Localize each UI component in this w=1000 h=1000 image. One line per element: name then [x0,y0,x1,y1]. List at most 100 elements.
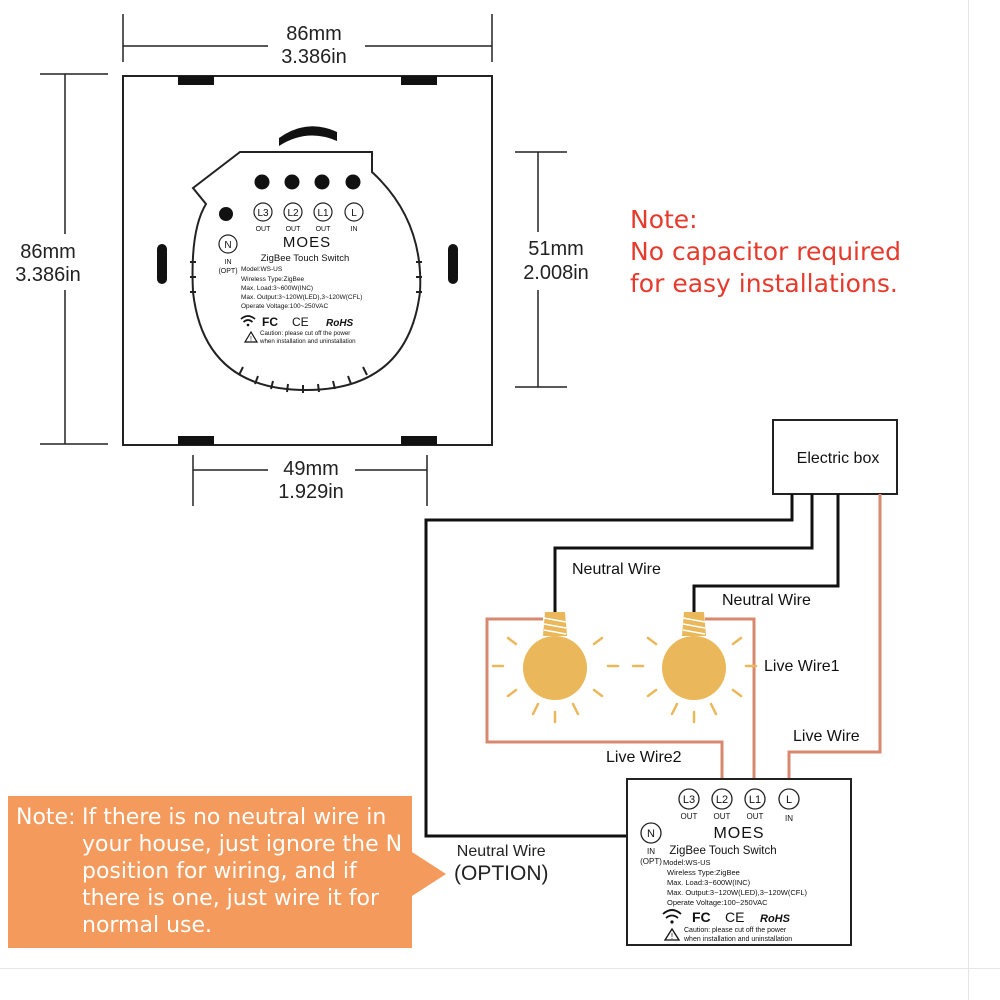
switch-back-plate [122,75,493,446]
page-divider-horizontal [0,968,1000,969]
terminal-sub: OUT [747,812,764,821]
voltage-text: Operate Voltage:100~250VAC [241,303,328,310]
live-wire1-label: Live Wire1 [764,658,840,675]
terminal-sub: OUT [714,812,731,821]
wireless-text: Wireless Type:ZigBee [241,276,304,283]
max-load-text-bottom: Max. Load:3~600W(INC) [667,878,751,887]
note-line-1: No capacitor required [630,237,901,266]
neutral-option-label: Neutral Wire (OPTION) [454,843,549,886]
brand-logo-bottom: MOES [713,825,764,842]
terminal-label: L [786,794,792,806]
terminal-sub: OUT [286,226,302,233]
warning-icon: ! [663,927,681,941]
neutral-wire-label-1: Neutral Wire [572,561,661,578]
terminal-sub: IN [785,814,793,823]
rohs-mark: RoHS [326,318,354,329]
device-title: ZigBee Touch Switch [261,253,350,264]
module-mm-label: 51mm [528,238,584,260]
callout-arrow-icon [412,852,446,896]
caution-line-1: Caution: please cut off the power [260,330,350,337]
terminal-n: N IN (OPT) [218,234,238,275]
ce-mark: CE [725,909,744,925]
terminal-l2-bottom: L2 OUT [711,788,733,821]
terminal-l3: L3 OUT [253,202,273,233]
terminal-label: L2 [287,208,299,219]
terminals-top: L3 OUT L2 OUT L1 OUT L IN N IN (OPT) [218,202,364,275]
warning-icon: ! [243,330,259,343]
terminal-sub: (OPT) [640,857,662,866]
width-in-label: 3.386in [281,46,347,68]
width-mm-label: 86mm [286,23,342,45]
bulb-1-icon [491,612,620,724]
height-mm-label: 86mm [20,241,76,263]
capacitor-note: Note: No capacitor required for easy ins… [630,204,960,300]
svg-text:!: ! [671,932,673,941]
terminal-label: L [351,208,357,219]
ce-mark: CE [292,315,309,329]
terminal-sub: IN [351,226,358,233]
terminal-l1: L1 OUT [313,202,333,233]
terminal-sub: OUT [256,226,272,233]
terminal-l1-bottom: L1 OUT [744,788,766,821]
wifi-icon [662,909,682,924]
max-load-text: Max. Load:3~600W(INC) [241,285,313,292]
terminal-label: L3 [683,794,695,806]
terminal-sub: (OPT) [218,268,237,275]
note-body: If there is no neutral wire in your hous… [82,805,403,938]
fcc-mark: FC [262,315,278,329]
note-line-2: for easy installations. [630,269,898,298]
terminal-label: N [224,240,231,251]
neutral-wires [424,494,840,838]
live-wire-label: Live Wire [793,728,860,745]
terminal-label: N [647,828,655,840]
wifi-icon [240,315,256,327]
page-divider-vertical [968,0,969,1000]
electric-box-label: Electric box [797,450,880,467]
terminal-sub: OUT [316,226,332,233]
terminal-label: L1 [749,794,761,806]
height-dimension: 86mm 3.386in [15,73,108,445]
note-label: Note: [16,805,76,830]
model-text: Model:WS-US [241,266,283,273]
live-wires [485,494,882,790]
terminal-n-bottom: N IN (OPT) [640,822,662,866]
neutral-wire-note: Note: If there is no neutral wire in you… [8,796,412,948]
caution-line-1-bottom: Caution: please cut off the power [684,927,787,934]
model-text-bottom: Model:WS-US [663,858,711,867]
max-output-text: Max. Output:3~120W(LED),3~120W(CFL) [241,294,362,301]
hole-dimension: 49mm 1.929in [192,455,428,506]
rohs-mark: RoHS [760,913,791,925]
switch-module-bottom: L3 OUT L2 OUT L1 OUT L IN N IN (OPT) MOE… [626,778,852,946]
neutral-wire-label-2: Neutral Wire [722,592,811,609]
max-output-text-bottom: Max. Output:3~120W(LED),3~120W(CFL) [667,888,808,897]
terminal-label: L2 [716,794,728,806]
neutral-option-line-1: Neutral Wire [456,843,546,860]
svg-text:!: ! [250,336,252,343]
brand-logo: MOES [283,234,331,251]
electric-box: Electric box [772,419,898,495]
live-wire2-label: Live Wire2 [606,749,682,766]
device-title-bottom: ZigBee Touch Switch [669,845,776,857]
terminal-l2: L2 OUT [283,202,303,233]
height-in-label: 3.386in [15,264,81,286]
device-label-top: MOES ZigBee Touch Switch Model:WS-US Wir… [240,234,362,345]
note-title: Note: [630,205,698,234]
module-dimension: 51mm 2.008in [515,151,589,388]
caution-line-2: when installation and uninstallation [259,338,356,345]
bulb-2-icon [631,612,758,724]
voltage-text-bottom: Operate Voltage:100~250VAC [667,898,768,907]
terminal-sub: IN [225,259,232,266]
neutral-option-line-2: (OPTION) [454,862,549,885]
fcc-mark: FC [692,909,711,925]
module-in-label: 2.008in [523,262,589,284]
terminal-sub: IN [647,847,655,856]
terminal-l3-bottom: L3 OUT [678,788,700,821]
terminal-sub: OUT [681,812,698,821]
terminal-l-bottom: L IN [778,788,800,823]
hole-mm-label: 49mm [283,458,339,480]
width-dimension: 86mm 3.386in [122,14,493,68]
wireless-text-bottom: Wireless Type:ZigBee [667,868,740,877]
terminal-l: L IN [344,202,364,233]
terminal-label: L3 [257,208,269,219]
